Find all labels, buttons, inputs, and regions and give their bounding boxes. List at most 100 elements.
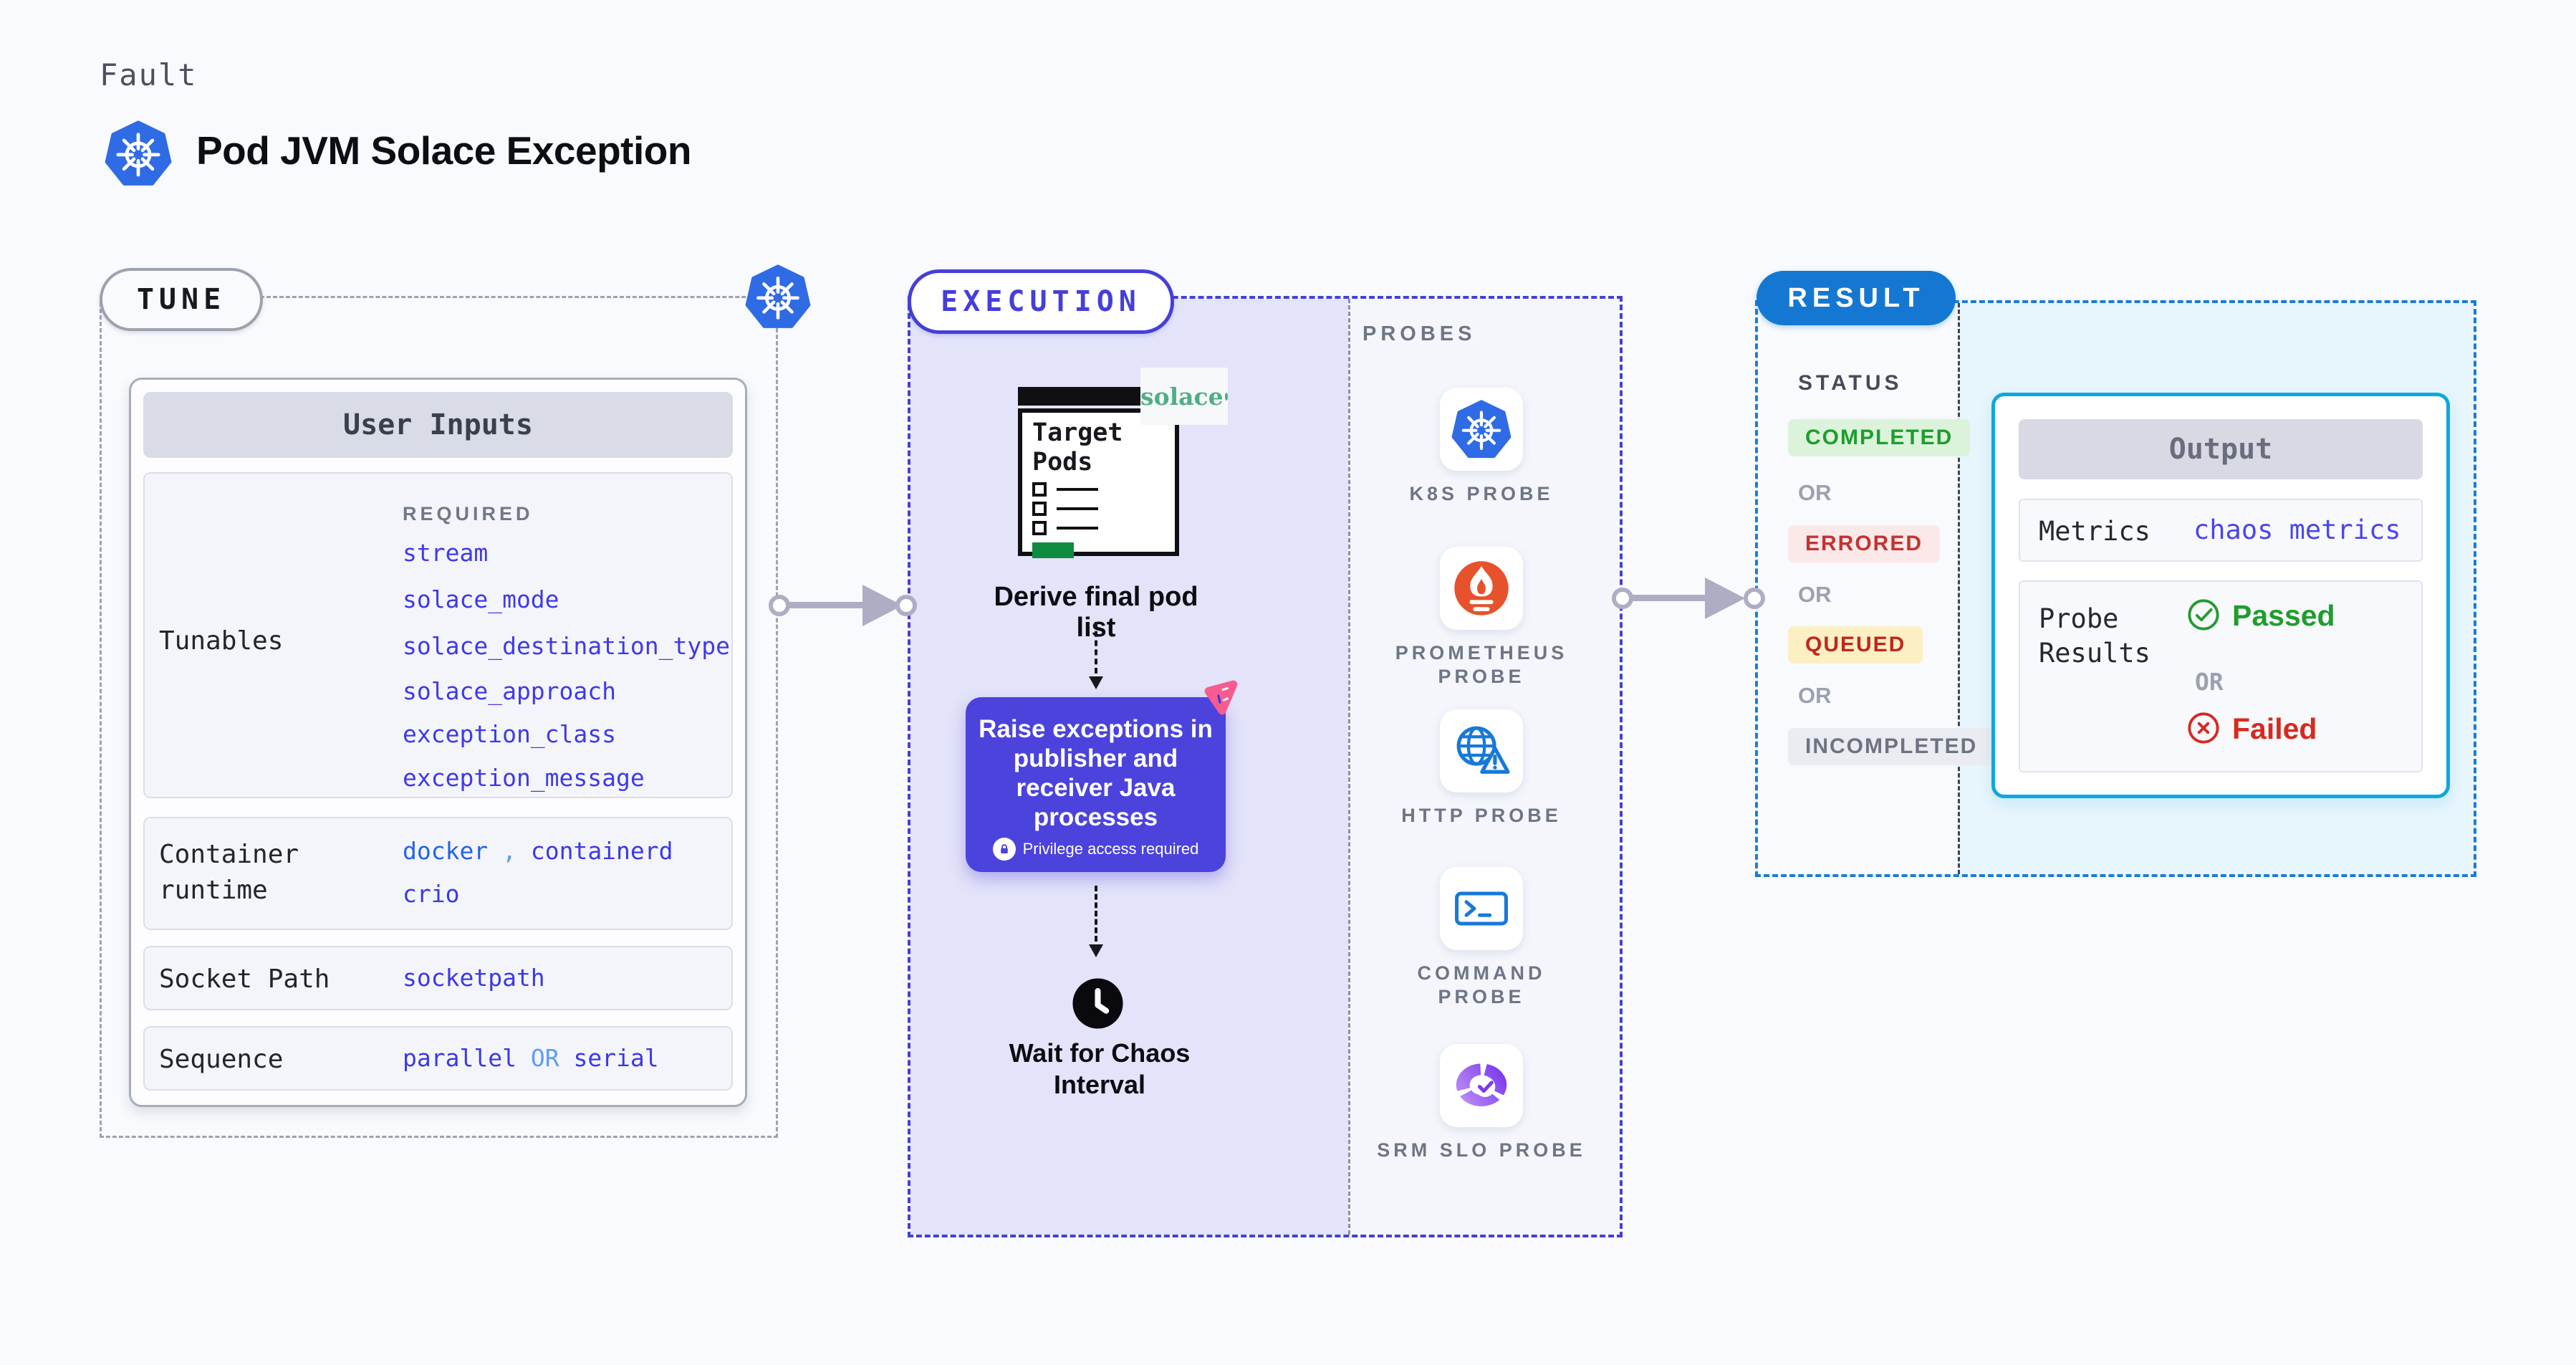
- tunable-value: exception_class: [403, 720, 617, 748]
- x-circle-icon: [2186, 711, 2221, 745]
- probe-label: K8S PROBE: [1409, 483, 1554, 504]
- container-runtime-box: [143, 817, 733, 930]
- probe-item: SRM SLO PROBE: [1360, 1044, 1603, 1162]
- output-title: Output: [2019, 419, 2423, 479]
- tunable-value: stream: [403, 539, 489, 567]
- probe-tile: [1440, 388, 1523, 471]
- runtime-value-crio: crio: [403, 880, 460, 908]
- kubernetes-icon: [105, 119, 172, 188]
- connector-dot: [895, 595, 917, 616]
- probe-label: PROMETHEUS PROBE: [1395, 642, 1568, 687]
- flow-arrow-line: [1628, 595, 1708, 601]
- green-button: [1032, 542, 1074, 558]
- pod-line: [1057, 488, 1098, 491]
- connector-dot: [1744, 588, 1765, 609]
- privilege-row: Privilege access required: [966, 838, 1226, 861]
- probe-item: HTTP PROBE: [1360, 709, 1603, 828]
- pod-list-item: [1032, 502, 1175, 516]
- dashed-arrow-line: [1095, 622, 1097, 674]
- tune-panel: [100, 296, 778, 1138]
- metrics-row: [2019, 499, 2423, 562]
- status-badge-errored: ERRORED: [1788, 525, 1941, 562]
- user-inputs-title: User Inputs: [143, 392, 733, 458]
- probe-results-label: Probe Results: [2039, 603, 2150, 669]
- checkbox-icon: [1032, 482, 1047, 497]
- metrics-label: Metrics: [2039, 516, 2150, 547]
- tunable-value: solace_mode: [403, 585, 559, 613]
- probes-title: PROBES: [1363, 322, 1476, 345]
- socket-path-label: Socket Path: [159, 964, 330, 994]
- probe-results-row: [2019, 580, 2423, 772]
- dashed-arrow-line: [1095, 886, 1097, 942]
- terminal-icon: [1451, 878, 1512, 939]
- tunable-value: solace_approach: [403, 677, 617, 705]
- derive-pod-list-label: Derive final pod list: [994, 582, 1198, 643]
- tunable-value: exception_message: [403, 764, 645, 792]
- status-badge-queued: QUEUED: [1788, 626, 1923, 664]
- chaos-action-text: Raise exceptions in publisher and receiv…: [979, 715, 1213, 831]
- chaos-action-box: Raise exceptions in publisher and receiv…: [966, 697, 1226, 872]
- window-body: Target Pods: [1018, 408, 1179, 558]
- probe-label: COMMAND PROBE: [1417, 962, 1546, 1007]
- or-separator: OR: [1798, 480, 1832, 505]
- or-separator: OR: [1798, 582, 1832, 607]
- sequence-or: OR: [530, 1044, 559, 1072]
- probe-item: PROMETHEUS PROBE: [1360, 547, 1603, 689]
- runtime-separator: ,: [502, 837, 516, 865]
- or-separator: OR: [2195, 668, 2224, 696]
- privilege-note: Privilege access required: [1022, 840, 1199, 858]
- result-badge: RESULT: [1756, 271, 1956, 325]
- or-separator: OR: [1798, 683, 1832, 708]
- kubernetes-icon: [1451, 399, 1512, 459]
- target-pods-title: Target Pods: [1032, 418, 1123, 476]
- tunable-value: solace_destination_type: [403, 632, 730, 660]
- connector-dot: [769, 595, 790, 616]
- clock-icon: [1072, 977, 1124, 1030]
- checkbox-icon: [1032, 502, 1047, 516]
- sequence-values: parallel OR serial: [403, 1044, 659, 1072]
- lock-icon: [992, 838, 1016, 861]
- probe-item: COMMAND PROBE: [1360, 867, 1603, 1009]
- status-title: STATUS: [1798, 371, 1903, 395]
- connector-dot: [1612, 588, 1633, 609]
- sequence-label: Sequence: [159, 1045, 284, 1074]
- solace-logo: solace: [1140, 368, 1228, 425]
- failed-label: Failed: [2232, 712, 2317, 745]
- sequence-value-parallel: parallel: [403, 1044, 516, 1072]
- pod-list-item: [1032, 521, 1175, 535]
- flow-arrow-head: [1705, 578, 1745, 619]
- fault-category-label: Fault: [100, 57, 198, 92]
- tune-badge: TUNE: [100, 268, 263, 331]
- sequence-box: [143, 1026, 733, 1091]
- solace-dot-icon: [1224, 392, 1228, 401]
- check-circle-icon: [2186, 598, 2221, 632]
- socket-path-box: [143, 946, 733, 1010]
- status-badge-completed: COMPLETED: [1788, 419, 1971, 456]
- wait-chaos-interval-label: Wait for Chaos Interval: [1009, 1038, 1191, 1099]
- flow-arrow-line: [784, 602, 867, 608]
- container-runtime-values-line1: docker , containerd: [403, 837, 673, 865]
- probe-label: SRM SLO PROBE: [1377, 1139, 1586, 1161]
- required-label: REQUIRED: [403, 503, 534, 525]
- probe-tile: [1440, 547, 1523, 630]
- tunables-box: [143, 472, 733, 798]
- status-badge-incompleted: INCOMPLETED: [1788, 728, 1995, 765]
- chaos-pink-icon: [1202, 679, 1239, 717]
- pod-line: [1057, 527, 1098, 530]
- tunables-label: Tunables: [159, 626, 284, 656]
- dashed-arrow-head: [1089, 676, 1103, 689]
- srm-slo-donut-icon: [1451, 1055, 1512, 1116]
- probe-tile: [1440, 709, 1523, 792]
- execution-badge: EXECUTION: [908, 269, 1174, 334]
- container-runtime-label: Container runtime: [159, 840, 299, 905]
- pod-list-item: [1032, 482, 1175, 497]
- checkbox-icon: [1032, 521, 1047, 535]
- probe-item: K8S PROBE: [1360, 388, 1603, 506]
- passed-label: Passed: [2232, 599, 2335, 632]
- target-pods-window: Target Pods: [1018, 387, 1179, 558]
- runtime-value-docker: docker: [403, 837, 489, 865]
- probe-label: HTTP PROBE: [1401, 805, 1562, 826]
- page-title: Pod JVM Solace Exception: [196, 128, 691, 173]
- http-globe-warning-icon: [1451, 720, 1512, 782]
